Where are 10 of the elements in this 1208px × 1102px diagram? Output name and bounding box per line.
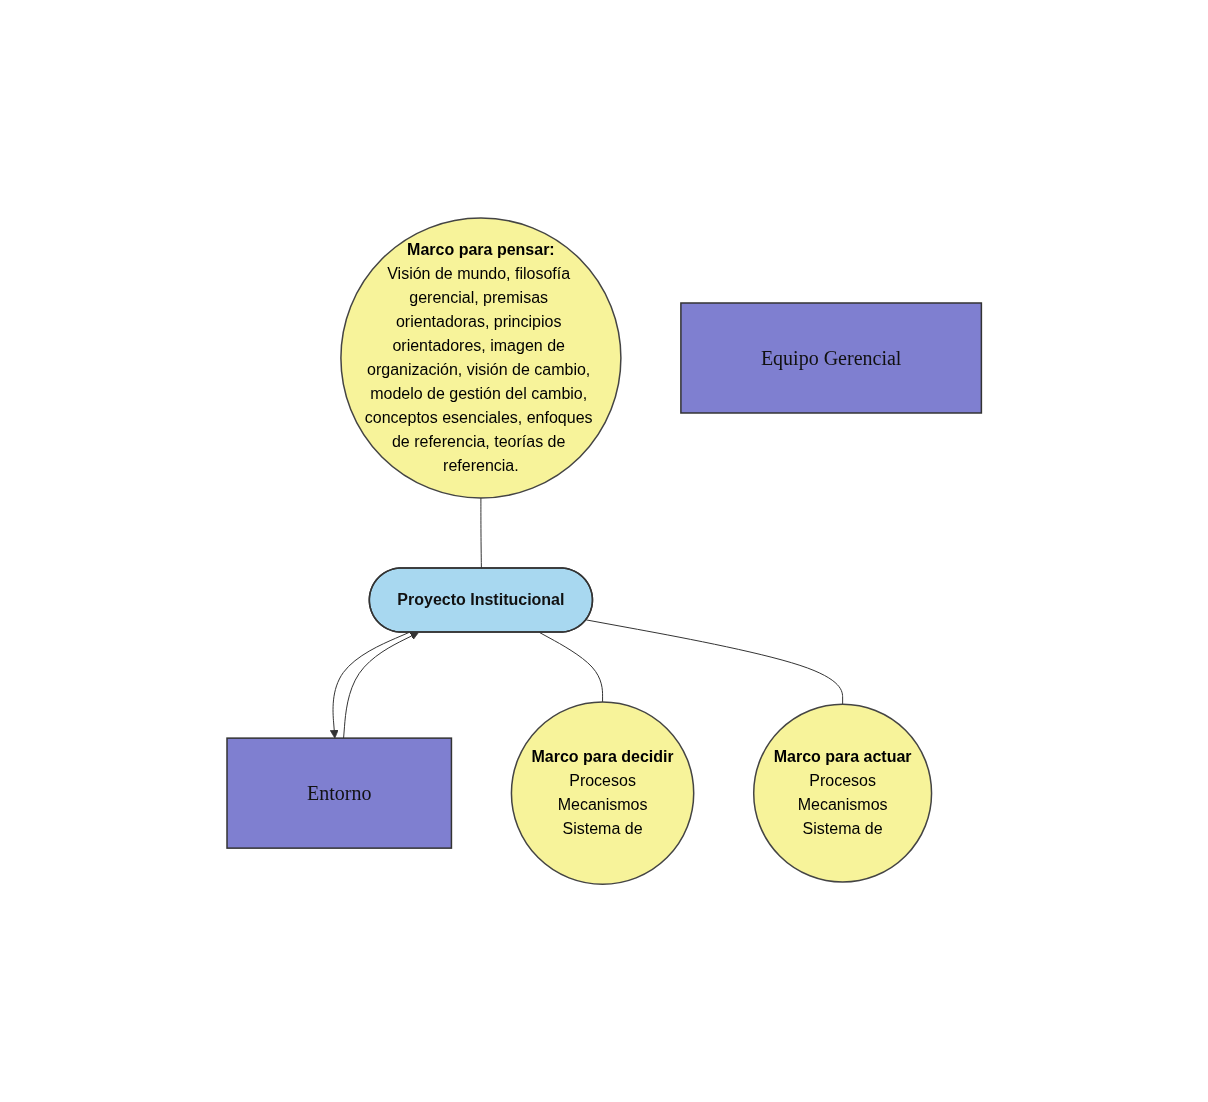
arrow [329,631,410,739]
connector [538,631,603,703]
node-circle: Marco para decidir Procesos Mecanismos Sistema de [510,701,695,885]
node-box: Entorno [226,737,452,849]
connector [585,619,843,705]
arrow [342,631,419,739]
connector [480,497,482,569]
node-circle: Marco para pensar: Visión de mundo, filosofía gerencial, premisas orientadoras, principios orientadores, imagen de organización, visión de cambio, modelo de gestión del cambio, conceptos esenciales, enfoques de referencia, teorías de referencia. [339,217,622,499]
node-box: Equipo Gerencial [679,302,982,414]
node-circle: Marco para actuar Procesos Mecanismos Sistema de [752,703,933,883]
